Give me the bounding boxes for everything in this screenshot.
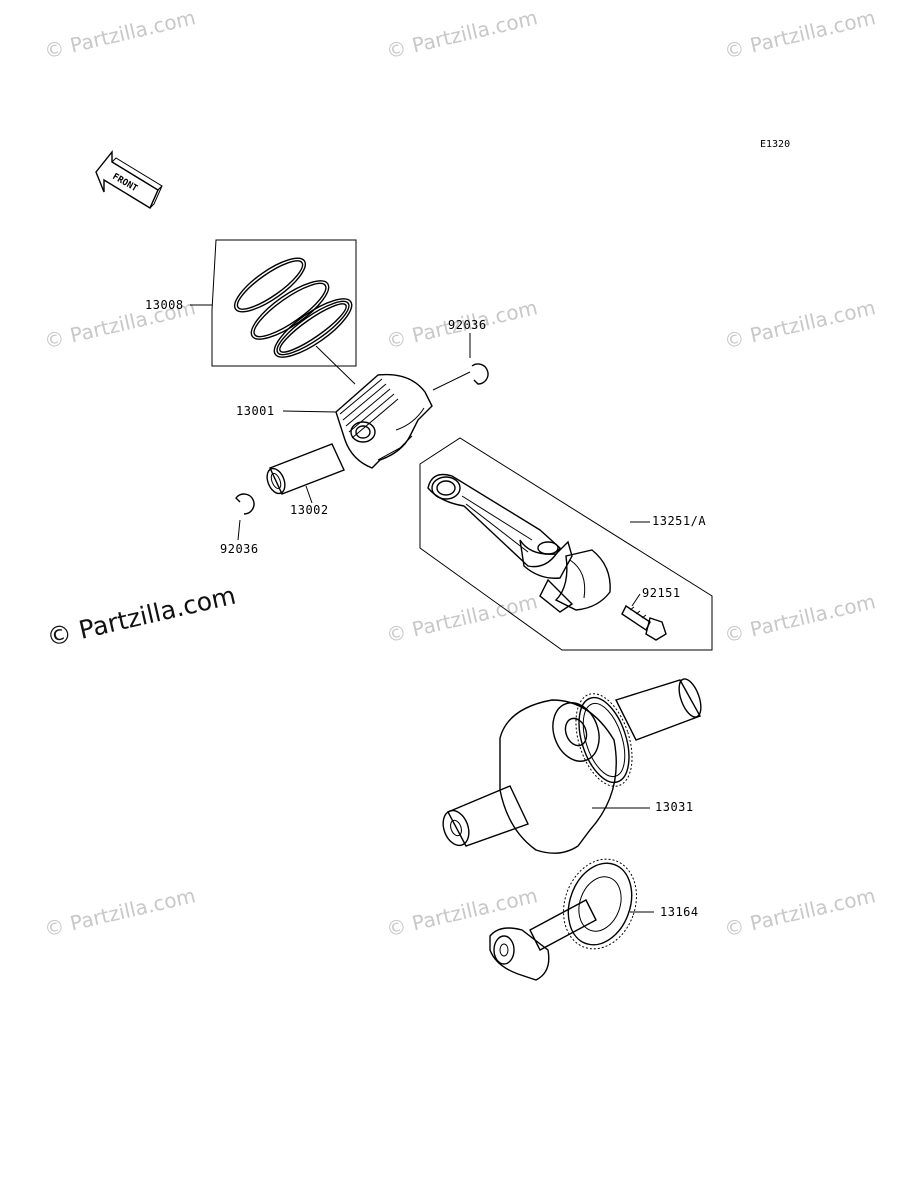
connecting-rod-assembly [419,437,713,651]
circlip-top [432,363,489,391]
piston [335,373,433,469]
piston-pin [266,443,345,504]
part-label-piston-pin[interactable]: 13002 [290,503,329,517]
part-label-rod-bolt[interactable]: 92151 [642,586,681,600]
front-arrow-icon: FRONT [95,150,163,210]
part-label-piston[interactable]: 13001 [236,404,275,418]
part-label-circlip-top[interactable]: 92036 [448,318,487,332]
diagram-reference: E1320 [760,139,791,150]
part-label-piston-ring-set[interactable]: 13008 [145,298,184,312]
circlip-bottom [235,493,255,541]
part-label-balancer[interactable]: 13164 [660,905,699,919]
part-label-connecting-rod[interactable]: 13251/A [652,514,707,528]
balancer-shaft [489,858,654,981]
crankshaft [442,678,702,854]
piston-ring-set [211,239,357,367]
part-label-circlip-bottom[interactable]: 92036 [220,542,259,556]
part-label-crankshaft[interactable]: 13031 [655,800,694,814]
rod-bolt [621,593,667,641]
